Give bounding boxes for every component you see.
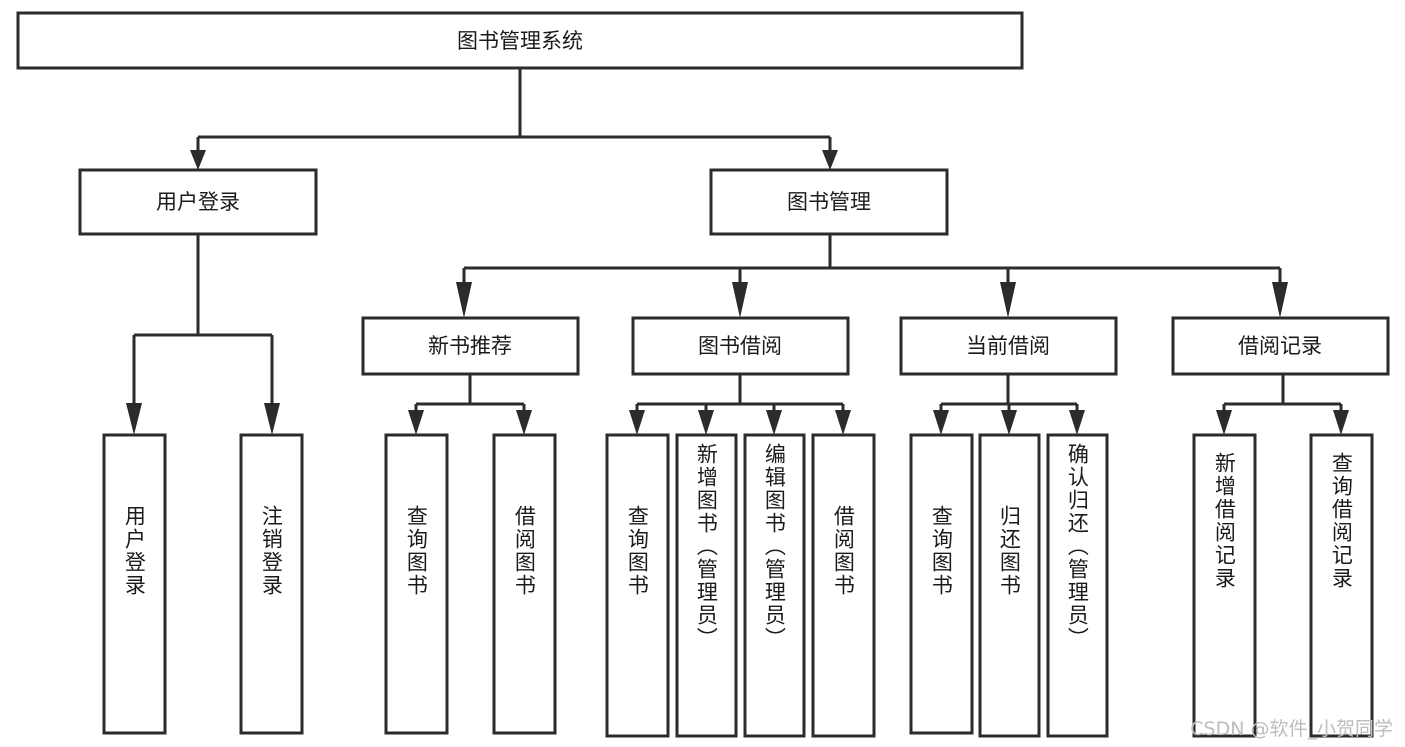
node-box-leaf-query-book-2[interactable]: [605, 433, 670, 738]
arrow-to-current-borrow: [1000, 282, 1016, 318]
arrow-to-leaf-query-book-2: [629, 410, 645, 435]
arrow-to-leaf-borrow-book-2: [835, 410, 851, 435]
node-label-root: 图书管理系统: [457, 29, 583, 53]
arrow-to-leaf-add-book-admin: [698, 410, 714, 435]
node-box-leaf-logout-login[interactable]: [239, 433, 304, 735]
node-box-book-manage[interactable]: [709, 168, 949, 236]
node-box-leaf-add-borrow-record[interactable]: [1192, 433, 1257, 738]
node-box-leaf-edit-book-admin[interactable]: [743, 433, 806, 738]
connectors: [126, 68, 1349, 435]
node-box-current-borrow[interactable]: [899, 316, 1118, 376]
arrow-to-book-borrow: [732, 282, 748, 318]
node-box-leaf-confirm-return-admin[interactable]: [1046, 433, 1109, 738]
arrow-to-leaf-add-borrow-record: [1216, 410, 1232, 435]
node-boxes: 图书管理系统 用户登录 图书管理 新书推荐 图书借阅 当前借阅 借阅记录: [16, 11, 1390, 738]
node-label-user-login: 用户登录: [156, 190, 240, 214]
arrow-to-leaf-user-login: [126, 403, 142, 435]
node-box-leaf-add-book-admin[interactable]: [675, 433, 738, 738]
node-label-current-borrow: 当前借阅: [966, 334, 1050, 358]
arrow-to-leaf-borrow-book-1: [516, 410, 532, 435]
node-box-leaf-borrow-book-2[interactable]: [811, 433, 876, 738]
node-box-leaf-query-book-1[interactable]: [384, 433, 449, 735]
node-box-user-login[interactable]: [78, 168, 318, 236]
arrow-to-book-manage: [822, 150, 838, 170]
arrow-to-user-login: [190, 150, 206, 170]
node-box-new-book-recommend[interactable]: [361, 316, 580, 376]
arrow-to-leaf-query-borrow-record: [1333, 410, 1349, 435]
arrow-to-borrow-record: [1272, 282, 1288, 318]
arrow-to-leaf-return-book: [1001, 410, 1017, 435]
arrow-to-leaf-query-book-3: [933, 410, 949, 435]
node-box-root[interactable]: [16, 11, 1024, 70]
node-label-book-manage: 图书管理: [787, 190, 871, 214]
node-box-leaf-query-book-3[interactable]: [909, 433, 974, 735]
node-box-leaf-borrow-book-1[interactable]: [492, 433, 557, 735]
node-box-leaf-query-borrow-record[interactable]: [1309, 433, 1374, 738]
arrow-to-leaf-confirm-return-admin: [1069, 410, 1085, 435]
arrow-to-new-book-recommend: [456, 282, 472, 318]
arrow-to-leaf-query-book-1: [408, 410, 424, 435]
node-box-book-borrow[interactable]: [631, 316, 850, 376]
node-box-leaf-user-login[interactable]: [102, 433, 167, 735]
node-label-new-book-recommend: 新书推荐: [428, 334, 512, 358]
node-box-borrow-record[interactable]: [1171, 316, 1390, 376]
node-box-leaf-return-book[interactable]: [978, 433, 1041, 738]
node-label-book-borrow: 图书借阅: [698, 334, 782, 358]
arrow-to-leaf-edit-book-admin: [766, 410, 782, 435]
arrow-to-leaf-logout-login: [264, 403, 280, 435]
node-label-borrow-record: 借阅记录: [1238, 334, 1322, 358]
